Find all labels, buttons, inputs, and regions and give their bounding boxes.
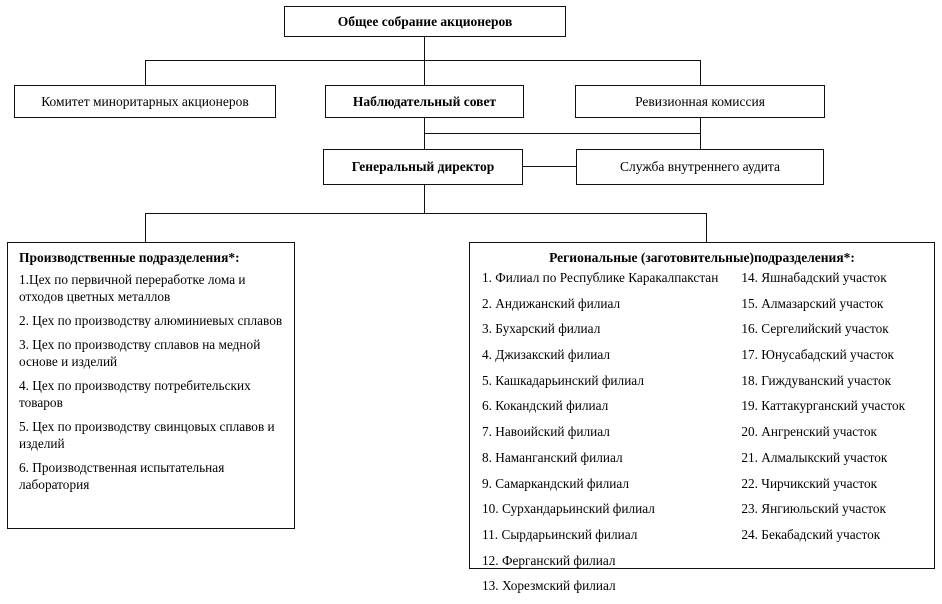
- list-item: 5. Цех по производству свинцовых сплавов…: [19, 419, 275, 452]
- connector-director-stem: [424, 185, 426, 214]
- list-item: 6. Производственная испытательная лабора…: [19, 460, 225, 493]
- list-item: 7. Навоийский филиал: [482, 424, 610, 440]
- connector-drop-director: [424, 133, 426, 149]
- connector-tier1-bus: [145, 60, 701, 62]
- panel-regional-column-left: 1. Филиал по Республике Каракалпакстан 2…: [470, 270, 729, 604]
- panel-regional-title: Региональные (заготовительные)подразделе…: [549, 250, 855, 265]
- panel-regional-column-right: 14. Яшнабадский участок 15. Алмазарский …: [729, 270, 934, 604]
- list-item: 17. Юнусабадский участок: [741, 347, 894, 363]
- connector-tier3-bus: [145, 213, 707, 215]
- node-general-director[interactable]: Генеральный директор: [323, 149, 523, 185]
- list-item: 5. Кашкадарьинский филиал: [482, 372, 644, 388]
- list-item: 1.Цех по первичной переработке лома и от…: [19, 272, 246, 305]
- connector-drop-regional-panel: [706, 213, 708, 243]
- node-internal-audit-service-label: Служба внутреннего аудита: [620, 159, 780, 175]
- node-audit-commission[interactable]: Ревизионная комиссия: [575, 85, 825, 118]
- node-general-director-label: Генеральный директор: [351, 159, 495, 175]
- connector-audit-commission-stem: [700, 118, 702, 134]
- list-item: 19. Каттакурганский участок: [741, 398, 906, 414]
- list-item: 2. Андижанский филиал: [482, 295, 621, 311]
- node-supervisory-board-label: Наблюдательный совет: [352, 93, 497, 109]
- panel-regional-divisions[interactable]: Региональные (заготовительные)подразделе…: [469, 242, 935, 593]
- list-item: 4. Цех по производству потребительских т…: [19, 378, 251, 411]
- connector-drop-audit-commission: [700, 60, 702, 86]
- panel-regional-columns: 1. Филиал по Республике Каракалпакстан 2…: [470, 268, 934, 604]
- connector-director-to-internal-audit: [522, 166, 577, 168]
- connector-supervisory-stem: [424, 118, 426, 134]
- list-item: 21. Алмалыкский участок: [741, 449, 888, 465]
- node-minority-committee[interactable]: Комитет миноритарных акционеров: [14, 85, 276, 118]
- panel-production-title: Производственные подразделения*:: [19, 250, 240, 265]
- panel-production-list: 1.Цех по первичной переработке лома и от…: [8, 268, 294, 493]
- list-item: 8. Наманганский филиал: [482, 449, 623, 465]
- list-item: 23. Янгиюльский участок: [741, 501, 886, 517]
- org-chart-canvas: Общее собрание акционеров Комитет минори…: [7, 6, 935, 593]
- list-item: 16. Сергелийский участок: [741, 321, 889, 337]
- node-internal-audit-service[interactable]: Служба внутреннего аудита: [576, 149, 824, 185]
- list-item: 14. Яшнабадский участок: [741, 270, 887, 285]
- list-item: 20. Ангренский участок: [741, 424, 877, 440]
- list-item: 24. Бекабадский участок: [741, 526, 881, 542]
- list-item: 6. Кокандский филиал: [482, 398, 609, 414]
- list-item: 3. Цех по производству сплавов на медной…: [19, 337, 261, 370]
- list-item: 11. Сырдарьинский филиал: [482, 526, 638, 542]
- panel-production-divisions[interactable]: Производственные подразделения*: 1.Цех п…: [7, 242, 295, 529]
- list-item: 10. Сурхандарьинский филиал: [482, 501, 655, 517]
- connector-root-stem: [424, 36, 426, 61]
- list-item: 4. Джизакский филиал: [482, 347, 611, 363]
- connector-drop-internal-audit: [700, 133, 702, 149]
- list-item: 13. Хорезмский филиал: [482, 578, 616, 594]
- node-audit-commission-label: Ревизионная комиссия: [635, 93, 765, 109]
- node-shareholders-meeting-label: Общее собрание акционеров: [337, 13, 513, 29]
- connector-tier2-bus: [424, 133, 701, 135]
- node-shareholders-meeting[interactable]: Общее собрание акционеров: [284, 6, 566, 37]
- list-item: 9. Самаркандский филиал: [482, 475, 630, 491]
- list-item: 18. Гиждуванский участок: [741, 372, 892, 388]
- node-supervisory-board[interactable]: Наблюдательный совет: [325, 85, 524, 118]
- list-item: 22. Чирчикский участок: [741, 475, 878, 491]
- connector-drop-production-panel: [145, 213, 147, 243]
- node-minority-committee-label: Комитет миноритарных акционеров: [41, 93, 249, 109]
- list-item: 12. Ферганский филиал: [482, 552, 616, 568]
- connector-drop-supervisory: [424, 60, 426, 86]
- list-item: 15. Алмазарский участок: [741, 295, 884, 311]
- list-item: 3. Бухарский филиал: [482, 321, 601, 337]
- connector-drop-minority: [145, 60, 147, 86]
- list-item: 1. Филиал по Республике Каракалпакстан: [482, 270, 719, 285]
- list-item: 2. Цех по производству алюминиевых сплав…: [19, 313, 283, 329]
